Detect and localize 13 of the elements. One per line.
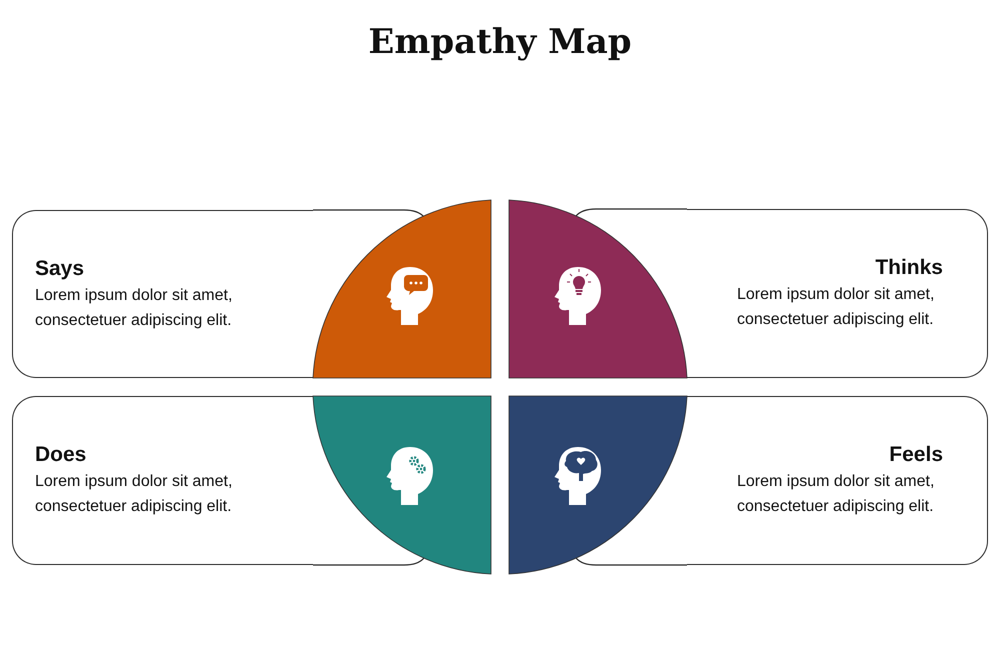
title: Empathy Map [367, 22, 633, 62]
card-heading: Says [35, 256, 86, 282]
text-card [12, 210, 313, 378]
card-description: Lorem ipsum dolor sit amet, consectetuer adipiscing elit. [35, 472, 234, 517]
text-card [687, 396, 988, 565]
card-heading: Thinks [874, 255, 944, 281]
text-card [12, 396, 313, 565]
card-description: Lorem ipsum dolor sit amet, consectetuer adipiscing elit. [35, 286, 234, 331]
card-heading: Does [35, 442, 88, 468]
card-heading: Feels [888, 442, 944, 468]
card-description: Lorem ipsum dolor sit amet, consectetuer adipiscing elit. [737, 285, 936, 330]
text-card [687, 209, 988, 378]
card-description: Lorem ipsum dolor sit amet, consectetuer adipiscing elit. [737, 472, 936, 517]
